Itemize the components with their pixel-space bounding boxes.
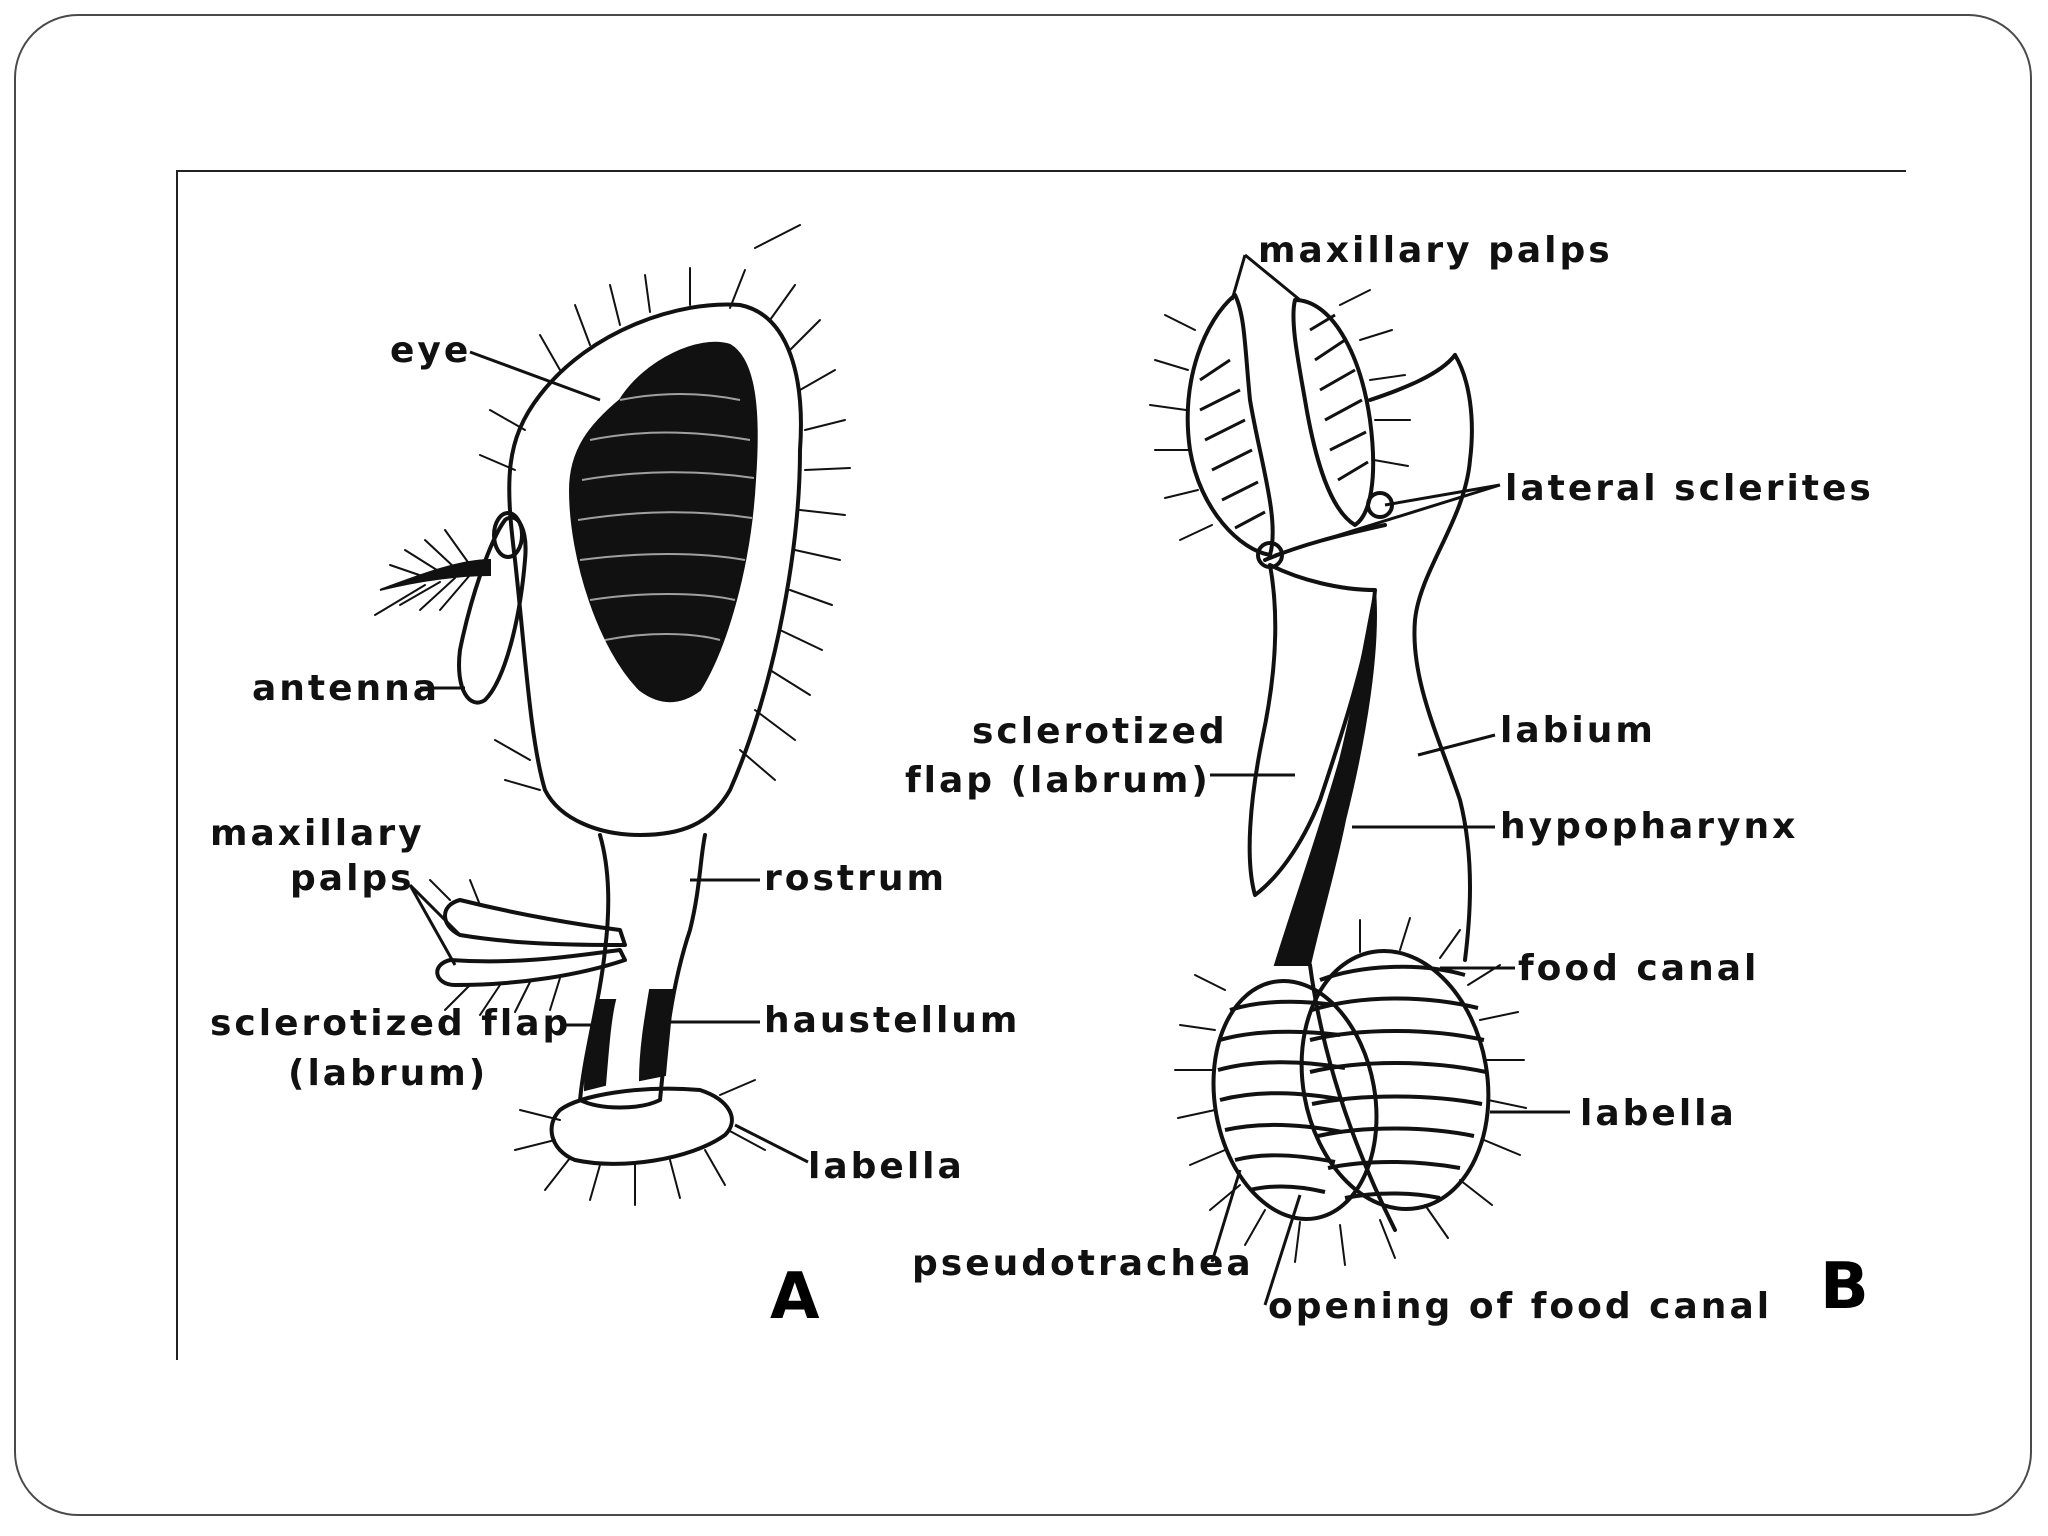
antenna-segment <box>457 515 528 705</box>
head-bristles <box>479 224 851 791</box>
leader-labella-a <box>734 1123 809 1164</box>
labella-lobe-left <box>1211 979 1379 1221</box>
figure-border-top <box>176 170 1906 172</box>
labella-bristles-b <box>1174 917 1527 1266</box>
label-sclerotized-flap-b-1: sclerotized <box>972 711 1228 752</box>
label-eye: eye <box>390 330 471 371</box>
palp-hatching <box>1199 313 1369 530</box>
label-sclerotized-flap-b-2: flap (labrum) <box>905 760 1211 801</box>
hypopharynx-wedge <box>1273 589 1377 966</box>
panel-a-leaders <box>408 350 809 1164</box>
labella-lobe-right <box>1299 948 1491 1212</box>
leader-labium <box>1417 733 1496 757</box>
leader-maxillary-palps-a <box>408 883 462 966</box>
labella-bristles-a <box>514 1079 766 1206</box>
panel-a-drawing <box>374 224 851 1206</box>
pseudotrachea-grooves <box>1217 964 1487 1200</box>
panel-marker-b: B <box>1820 1250 1869 1324</box>
labium-upper <box>1368 353 1457 402</box>
labella-a <box>549 1086 734 1166</box>
palp-bristles <box>429 879 561 1016</box>
label-hypopharynx: hypopharynx <box>1500 806 1798 847</box>
label-lateral-sclerites: lateral sclerites <box>1505 468 1874 509</box>
leader-pseudotrachea <box>1210 1169 1242 1263</box>
label-maxillary-palps-a-1: maxillary <box>210 813 425 854</box>
rostrum-haustellum <box>578 833 707 1110</box>
label-sclerotized-flap-a-1: sclerotized flap <box>210 1003 571 1044</box>
compound-eye <box>568 341 758 703</box>
panel-b-drawing <box>1149 289 1527 1266</box>
label-food-canal: food canal <box>1518 948 1759 989</box>
label-labella-b: labella <box>1580 1093 1737 1134</box>
leader-maxillary-palps-b <box>1230 253 1301 302</box>
panel-marker-a: A <box>770 1260 820 1334</box>
labium-outline <box>1412 353 1474 962</box>
label-sclerotized-flap-a-2: (labrum) <box>288 1053 488 1094</box>
maxillary-palp-right-b <box>1291 298 1376 527</box>
leader-eye <box>469 350 601 402</box>
maxillary-palp-left-b <box>1185 293 1275 557</box>
label-labium: labium <box>1500 710 1656 751</box>
haustellum-dark <box>638 989 674 1082</box>
panel-b-leaders <box>1210 253 1570 1306</box>
leader-opening-food-canal <box>1263 1194 1302 1306</box>
label-rostrum: rostrum <box>764 858 947 899</box>
slide-frame <box>14 14 2032 1516</box>
label-maxillary-palps-a-2: palps <box>290 858 415 899</box>
palp-bristles-b <box>1149 289 1411 541</box>
label-antenna: antenna <box>252 668 440 709</box>
label-haustellum: haustellum <box>764 1000 1020 1041</box>
label-pseudotrachea: pseudotrachea <box>912 1243 1254 1284</box>
label-labella-a: labella <box>808 1146 965 1187</box>
figure-border-left <box>176 170 178 1360</box>
maxillary-palp-a <box>443 898 627 947</box>
food-canal-groove <box>1308 963 1397 1232</box>
sclerotized-flap-a <box>583 999 617 1092</box>
arista-bristles <box>374 529 471 616</box>
eye-facets <box>577 393 755 641</box>
label-maxillary-palps-b: maxillary palps <box>1258 230 1613 271</box>
maxillary-palp-b <box>435 948 627 987</box>
leader-lateral-sclerites <box>1274 483 1501 557</box>
label-opening-of-food-canal: opening of food canal <box>1268 1286 1772 1327</box>
antenna-base <box>492 511 524 559</box>
